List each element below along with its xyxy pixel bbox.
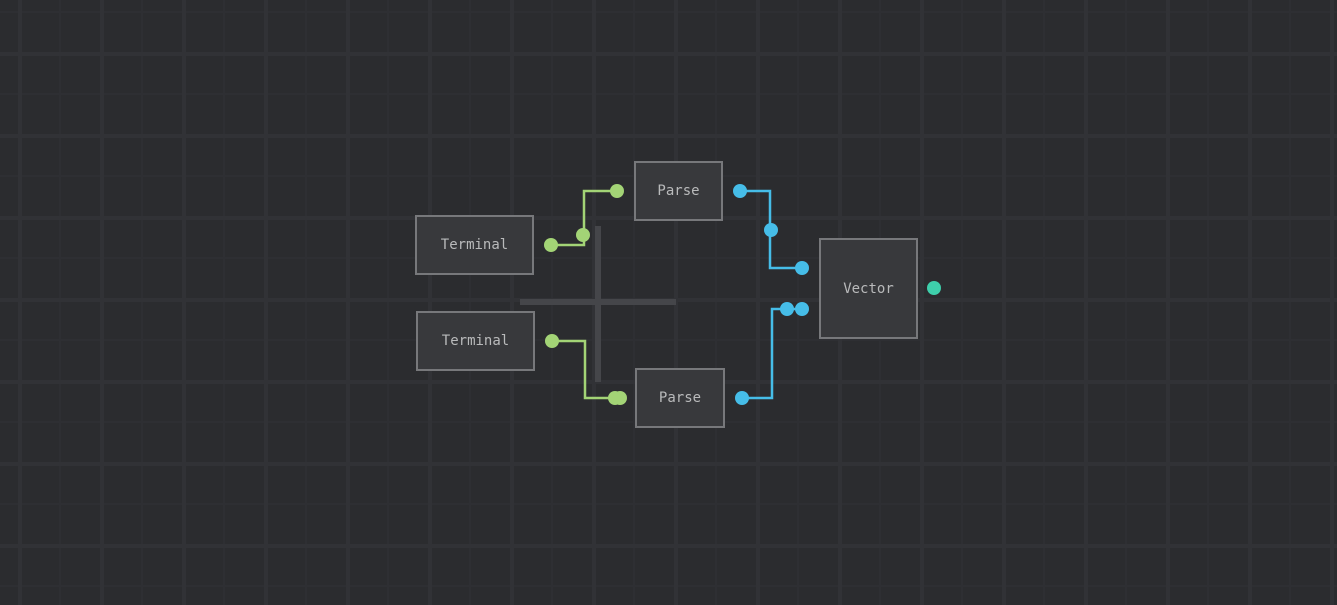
terminal-node[interactable]: Terminal [415,215,534,275]
node-label: Terminal [440,237,509,253]
vector-input-port-2[interactable] [795,302,809,316]
wire-junction-dot[interactable] [764,223,778,237]
vector-node[interactable]: Vector [819,238,918,339]
node-label: Parse [657,183,700,199]
parse1-output-port[interactable] [733,184,747,198]
parse1-input-port[interactable] [610,184,624,198]
parse-node[interactable]: Parse [635,368,725,428]
wire-junction-dot[interactable] [576,228,590,242]
wire-junction-dot[interactable] [780,302,794,316]
crosshair-cursor [520,226,676,382]
parse-node[interactable]: Parse [634,161,723,221]
parse2-input-port[interactable] [613,391,627,405]
wire-parse2-vector[interactable] [742,307,801,400]
node-label: Vector [843,280,894,297]
wire-terminal2-parse2[interactable] [552,339,619,400]
node-label: Terminal [441,333,510,349]
crosshair-vertical [595,226,601,382]
terminal1-output-port[interactable] [544,238,558,252]
vector-input-port-1[interactable] [795,261,809,275]
vector-output-port[interactable] [927,281,941,295]
wire-terminal1-parse1[interactable] [551,189,616,247]
terminal2-output-port[interactable] [545,334,559,348]
node-label: Parse [658,390,702,406]
terminal-node[interactable]: Terminal [416,311,535,371]
parse2-output-port[interactable] [735,391,749,405]
